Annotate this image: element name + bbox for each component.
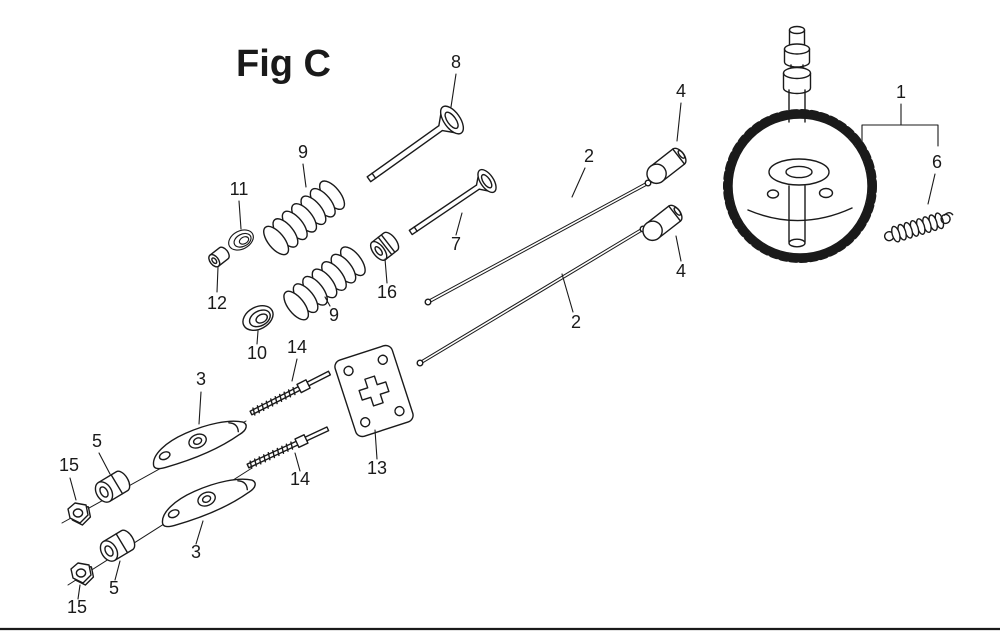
callout-14-lower: 14: [290, 469, 310, 489]
stud-upper: [248, 368, 333, 418]
leader-13: [374, 429, 378, 460]
leader-4-upper: [676, 102, 682, 142]
callout-16: 16: [377, 282, 397, 302]
callout-6: 6: [932, 152, 942, 172]
leader-16: [384, 258, 388, 284]
spring-seat-10: [238, 300, 278, 336]
extension-spring-6: [883, 211, 954, 243]
leader-12: [216, 266, 219, 293]
callout-5-upper: 5: [92, 431, 102, 451]
push-rod-upper: [424, 179, 652, 306]
leader-lines: [69, 73, 939, 600]
valve-lifter-lower: [638, 201, 686, 245]
guide-plate-13: [334, 344, 414, 438]
flange-nut-upper: [67, 502, 92, 526]
leader-15-upper: [69, 477, 77, 501]
rocker-arm-lower: [155, 466, 260, 534]
figure-title: Fig C: [236, 43, 331, 85]
rocker-pivot-lower: [96, 526, 139, 565]
callout-11: 11: [230, 179, 249, 199]
leader-7: [455, 212, 463, 236]
camshaft-assembly-1: [723, 25, 877, 263]
valve-spring-upper: [258, 176, 350, 260]
leader-15-lower: [77, 584, 81, 600]
leader-5-lower: [114, 560, 121, 581]
valve-cap-12: [208, 246, 230, 268]
leader-9-lower: [324, 296, 331, 307]
leader-9-upper: [302, 163, 307, 188]
leader-3-lower: [195, 520, 204, 545]
callout-4-lower: 4: [676, 261, 686, 281]
callout-2-upper: 2: [584, 146, 594, 166]
leader-14-upper: [291, 358, 298, 382]
callout-4-upper: 4: [676, 81, 686, 101]
callout-2-lower: 2: [571, 312, 581, 332]
callout-3-lower: 3: [191, 542, 201, 562]
leader-11: [238, 200, 242, 230]
push-rod-lower: [416, 225, 647, 367]
callout-1: 1: [896, 82, 906, 102]
callout-14-upper: 14: [287, 337, 307, 357]
callout-7: 7: [451, 234, 461, 254]
callout-5-lower: 5: [109, 578, 119, 598]
stud-lower: [245, 423, 331, 471]
leader-14-lower: [294, 452, 301, 472]
leader-8: [450, 73, 457, 108]
leader-4-lower: [675, 235, 682, 262]
callout-9-lower: 9: [329, 305, 339, 325]
cam-gear-face: [731, 117, 869, 255]
leader-6: [927, 173, 936, 205]
leader-5-upper: [98, 452, 111, 475]
retainer-16: [369, 231, 400, 261]
callout-8: 8: [451, 52, 461, 72]
spring-retainer-11: [224, 225, 258, 255]
callout-labels: 8 9 11 12 10 9 16 7 2 2 4 4 1 6 14 14 13…: [59, 52, 942, 617]
callout-10: 10: [247, 343, 267, 363]
rocker-arm-upper: [146, 408, 251, 476]
leader-2-lower: [561, 273, 574, 313]
flange-nut-lower: [70, 562, 95, 586]
callout-13: 13: [367, 458, 387, 478]
leader-2-upper: [571, 167, 586, 198]
valve-7: [402, 165, 501, 244]
valve-spring-lower: [278, 242, 371, 325]
callout-9-upper: 9: [298, 142, 308, 162]
leader-1-bracket: [861, 103, 939, 158]
rocker-pivot-upper: [91, 467, 134, 506]
callout-15-lower: 15: [67, 597, 87, 617]
callout-12: 12: [207, 293, 227, 313]
callout-15-upper: 15: [59, 455, 79, 475]
leader-3-upper: [198, 391, 202, 425]
cam-gear-teeth: [723, 109, 877, 263]
callout-3-upper: 3: [196, 369, 206, 389]
valve-lifter-upper: [642, 144, 690, 188]
valve-8: [358, 101, 469, 193]
leader-10: [256, 330, 259, 345]
